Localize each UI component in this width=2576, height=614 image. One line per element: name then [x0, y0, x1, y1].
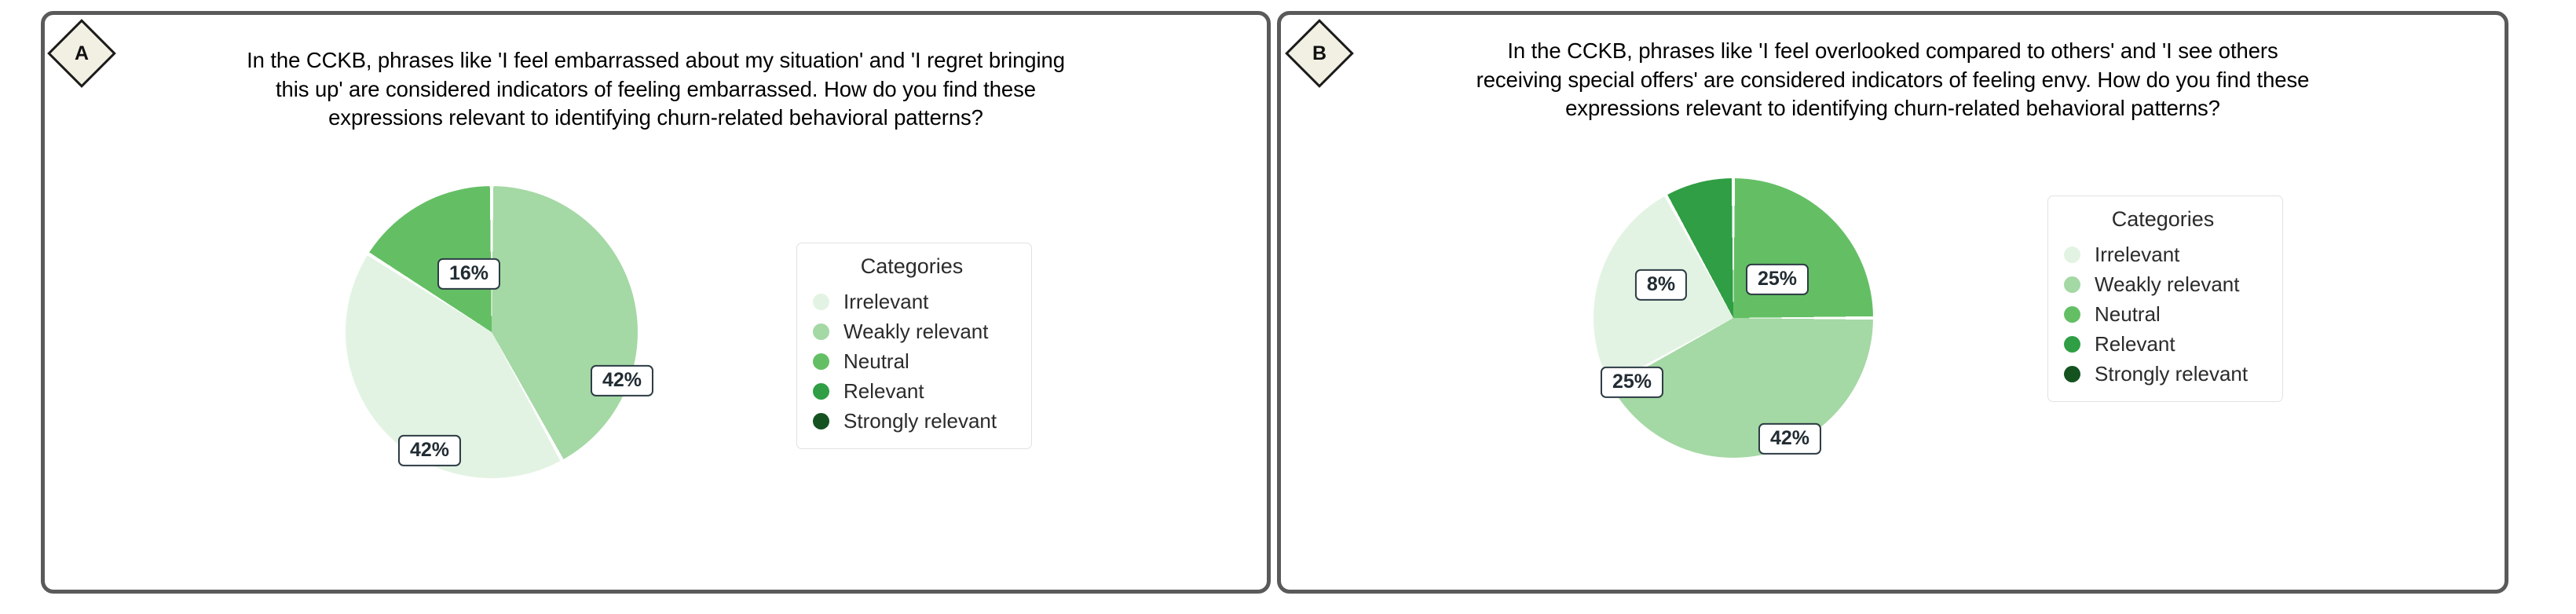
- pie-label-irrelevant-b: 25%: [1600, 366, 1664, 399]
- legend-swatch-neutral-icon: [2064, 305, 2080, 323]
- pie-label-irrelevant-a: 42%: [397, 434, 462, 467]
- legend-swatch-irrelevant-icon: [2064, 246, 2080, 263]
- pie-label-neutral-a: 16%: [437, 258, 501, 291]
- legend-title-a: Categories: [860, 254, 964, 278]
- legend-item-relevant-b[interactable]: Relevant: [2064, 329, 2262, 359]
- legend-label-neutral-a: Neutral: [843, 349, 909, 373]
- pie-label-relevant-b: 8%: [1634, 269, 1688, 302]
- pie-label-weakly-relevant-a: 42%: [590, 364, 654, 397]
- panel-a-pie-chart: 16% 42% 42%: [45, 15, 1267, 590]
- panel-b-legend: Categories Irrelevant Weakly relevant Ne…: [2047, 196, 2283, 402]
- legend-swatch-weakly-relevant-icon: [2064, 276, 2080, 293]
- legend-item-strongly-relevant-b[interactable]: Strongly relevant: [2064, 359, 2262, 389]
- legend-item-weakly-relevant-b[interactable]: Weakly relevant: [2064, 269, 2262, 299]
- panel-badge-a-letter: A: [74, 42, 90, 64]
- legend-swatch-strongly-relevant-icon: [813, 412, 829, 429]
- legend-label-neutral-b: Neutral: [2095, 302, 2161, 326]
- legend-item-irrelevant-b[interactable]: Irrelevant: [2064, 239, 2262, 269]
- panel-b-pie-chart: 8% 25% 25% 42%: [1281, 15, 2505, 590]
- legend-swatch-relevant-icon: [813, 382, 829, 400]
- panel-a-pie: [346, 186, 638, 478]
- panel-a: In the CCKB, phrases like 'I feel embarr…: [41, 11, 1271, 594]
- legend-label-relevant-a: Relevant: [843, 378, 924, 403]
- pie-slices-a: [346, 186, 638, 478]
- legend-label-strongly-relevant-a: Strongly relevant: [843, 408, 997, 433]
- legend-swatch-neutral-icon: [813, 353, 829, 370]
- legend-label-irrelevant-b: Irrelevant: [2095, 242, 2180, 266]
- legend-label-weakly-relevant-b: Weakly relevant: [2095, 272, 2240, 296]
- legend-label-strongly-relevant-b: Strongly relevant: [2095, 361, 2249, 386]
- panel-b: In the CCKB, phrases like 'I feel overlo…: [1277, 11, 2508, 594]
- legend-swatch-relevant-icon: [2064, 335, 2080, 353]
- legend-item-weakly-relevant-a[interactable]: Weakly relevant: [813, 316, 1011, 346]
- legend-label-weakly-relevant-a: Weakly relevant: [843, 319, 989, 343]
- legend-label-irrelevant-a: Irrelevant: [843, 289, 929, 313]
- legend-item-strongly-relevant-a[interactable]: Strongly relevant: [813, 406, 1011, 436]
- panel-b-title: In the CCKB, phrases like 'I feel overlo…: [1476, 38, 2310, 121]
- panel-b-pie: [1594, 178, 1873, 458]
- pie-label-weakly-relevant-b: 42%: [1758, 422, 1822, 455]
- pie-slices-b: [1594, 178, 1873, 458]
- legend-item-relevant-a[interactable]: Relevant: [813, 376, 1011, 406]
- legend-swatch-irrelevant-icon: [813, 293, 829, 310]
- legend-label-relevant-b: Relevant: [2095, 331, 2175, 356]
- pie-label-neutral-b: 25%: [1745, 263, 1809, 296]
- panel-badge-b-letter: B: [1312, 42, 1327, 64]
- panel-a-title: In the CCKB, phrases like 'I feel embarr…: [247, 48, 1065, 130]
- legend-item-irrelevant-a[interactable]: Irrelevant: [813, 287, 1011, 316]
- legend-item-neutral-a[interactable]: Neutral: [813, 346, 1011, 376]
- legend-item-neutral-b[interactable]: Neutral: [2064, 299, 2262, 329]
- legend-swatch-strongly-relevant-icon: [2064, 365, 2080, 382]
- legend-title-b: Categories: [2111, 207, 2215, 231]
- legend-swatch-weakly-relevant-icon: [813, 323, 829, 340]
- panel-a-legend: Categories Irrelevant Weakly relevant Ne…: [796, 243, 1032, 449]
